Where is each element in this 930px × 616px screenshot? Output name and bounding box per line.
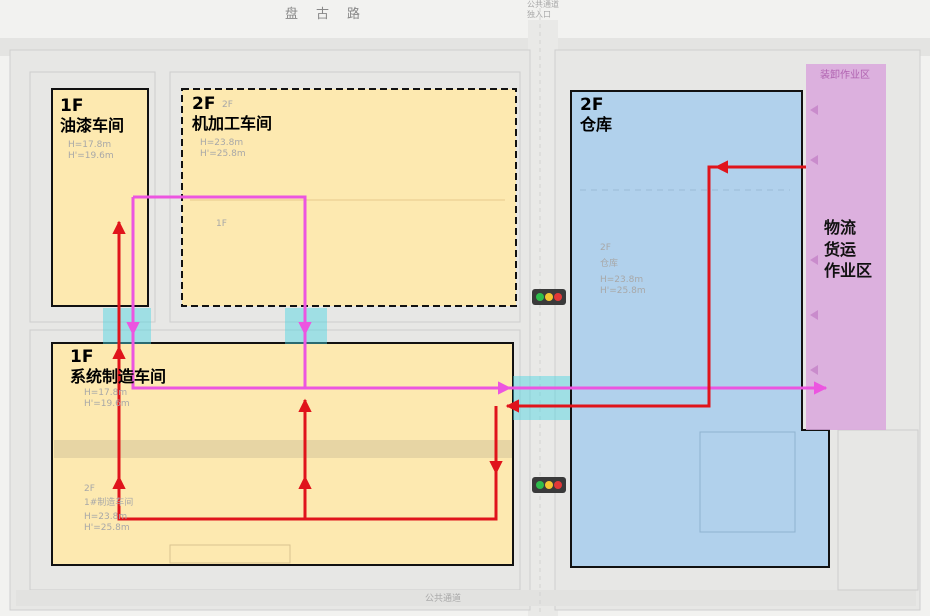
warehouse-name: 仓库 [580,114,613,134]
loading-dock-arrows [810,105,818,375]
plant1-name: 1#制造车间 [84,498,134,508]
machining-name: 机加工车间 [192,113,273,133]
machining-heights: H=23.8m H'=25.8m [200,138,246,160]
magenta-flow-machining-top [133,195,312,336]
traffic-light-icon [532,477,566,493]
road-name-top: 盘古路 [285,7,379,22]
traffic-light-icon [532,289,566,305]
paint-shop-name: 油漆车间 [60,115,125,135]
assembly-heights: H=17.8m H'=19.6m [84,388,130,410]
warehouse-inner-name: 仓库 [600,259,619,269]
logistics-line-3: 作业区 [824,261,873,281]
machining-floor: 2F [192,94,216,114]
machining-inner-floor: 1F [216,219,227,229]
paint-shop-heights: H=17.8m H'=19.6m [68,140,114,162]
logistics-zone-label: 物流 货运 作业区 [824,217,872,282]
assembly-label: 1F 系统制造车间 [70,347,167,386]
logistics-line-2: 货运 [824,239,857,259]
paint-shop-label: 1F 油漆车间 [60,96,125,135]
machining-label: 2F 机加工车间 [192,94,273,133]
assembly-name: 系统制造车间 [70,366,167,386]
loading-zone [806,64,886,430]
machining-small-floor: 2F [222,100,233,110]
plant1-heights: H=23.8m H'=25.8m [84,512,130,534]
entrance-label: 公共通道 独入口 [527,0,559,19]
warehouse-inner-floor: 2F [600,243,611,253]
red-flow-inbound [505,165,806,413]
bottom-road-label: 公共通道 [425,594,462,604]
warehouse-label: 2F 仓库 [580,95,613,134]
logistics-line-1: 物流 [824,218,857,237]
magenta-flow-assembly [131,334,512,395]
loading-zone-title: 装卸作业区 [820,70,870,81]
warehouse-floor: 2F [580,95,604,115]
warehouse-heights: H=23.8m H'=25.8m [600,275,646,297]
assembly-floor: 1F [70,347,94,367]
connector-assembly-warehouse [513,376,570,420]
plant1-floor: 2F [84,484,95,494]
connector-paint-assembly [103,308,151,344]
paint-shop-floor: 1F [60,96,84,116]
